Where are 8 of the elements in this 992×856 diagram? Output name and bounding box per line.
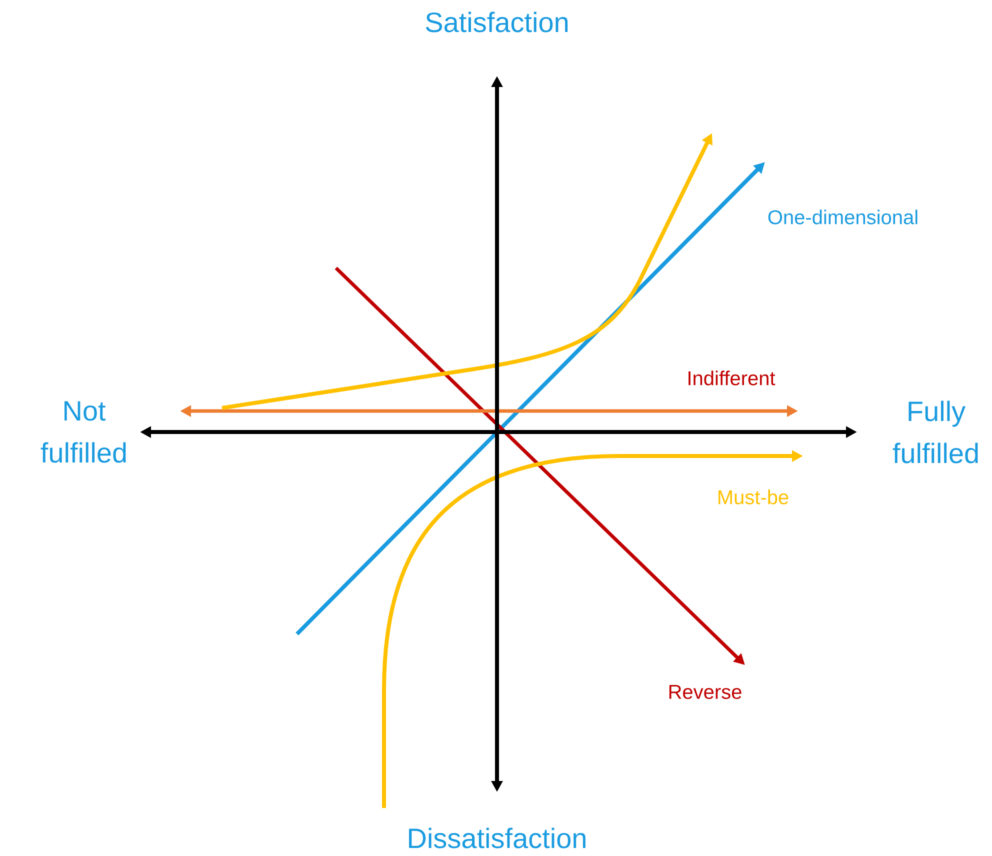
axis-label: Not fulfilled [40, 401, 126, 463]
curve-label: One-dimensional [768, 210, 918, 224]
curve-label: Must-be [718, 490, 788, 504]
curve-label: Indifferent [688, 370, 776, 386]
curve-label: Reverse [669, 685, 742, 699]
axis-label: Fully fulfilled [892, 400, 978, 464]
axis-label: Dissatisfaction [409, 828, 586, 848]
axis-label: Satisfaction [426, 12, 568, 32]
